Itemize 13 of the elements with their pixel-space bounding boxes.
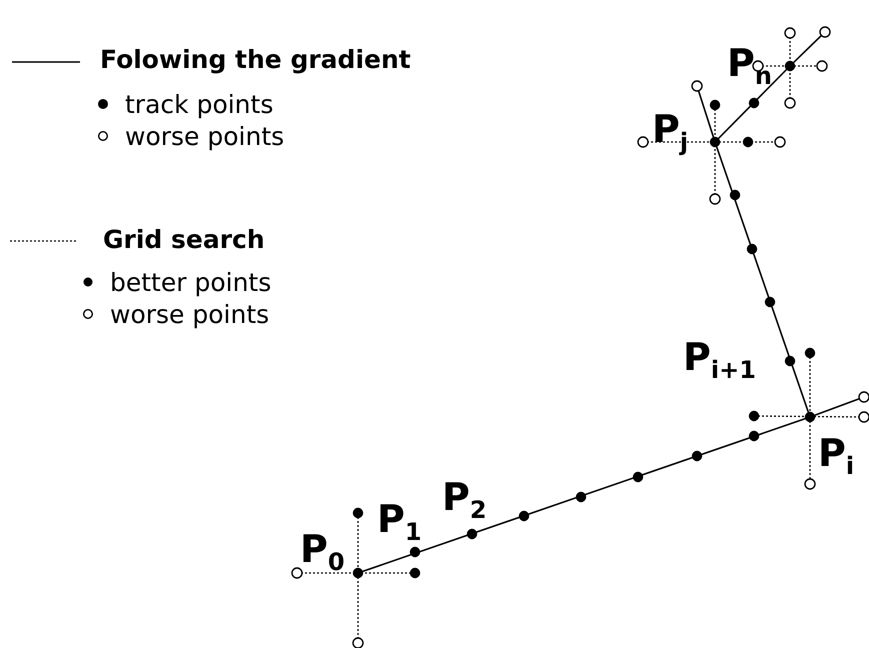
point-label: P$_{1}$ (377, 500, 422, 544)
point-label: P$_{0}$ (300, 530, 345, 574)
legend-text: worse points (125, 124, 284, 149)
legend-heading: Folowing the gradient (100, 47, 411, 72)
legend-text: track points (125, 92, 274, 117)
point-label: P$_{i+1}$ (683, 338, 756, 382)
point-label: P$_{j}$ (652, 110, 688, 154)
legend-heading: Grid search (103, 227, 265, 252)
point-label: P$_{n}$ (727, 44, 772, 88)
legend-text: better points (110, 270, 272, 295)
point-label: P$_{2}$ (442, 478, 487, 522)
point-label: P$_{i}$ (818, 434, 854, 478)
legend-text: worse points (110, 302, 270, 327)
